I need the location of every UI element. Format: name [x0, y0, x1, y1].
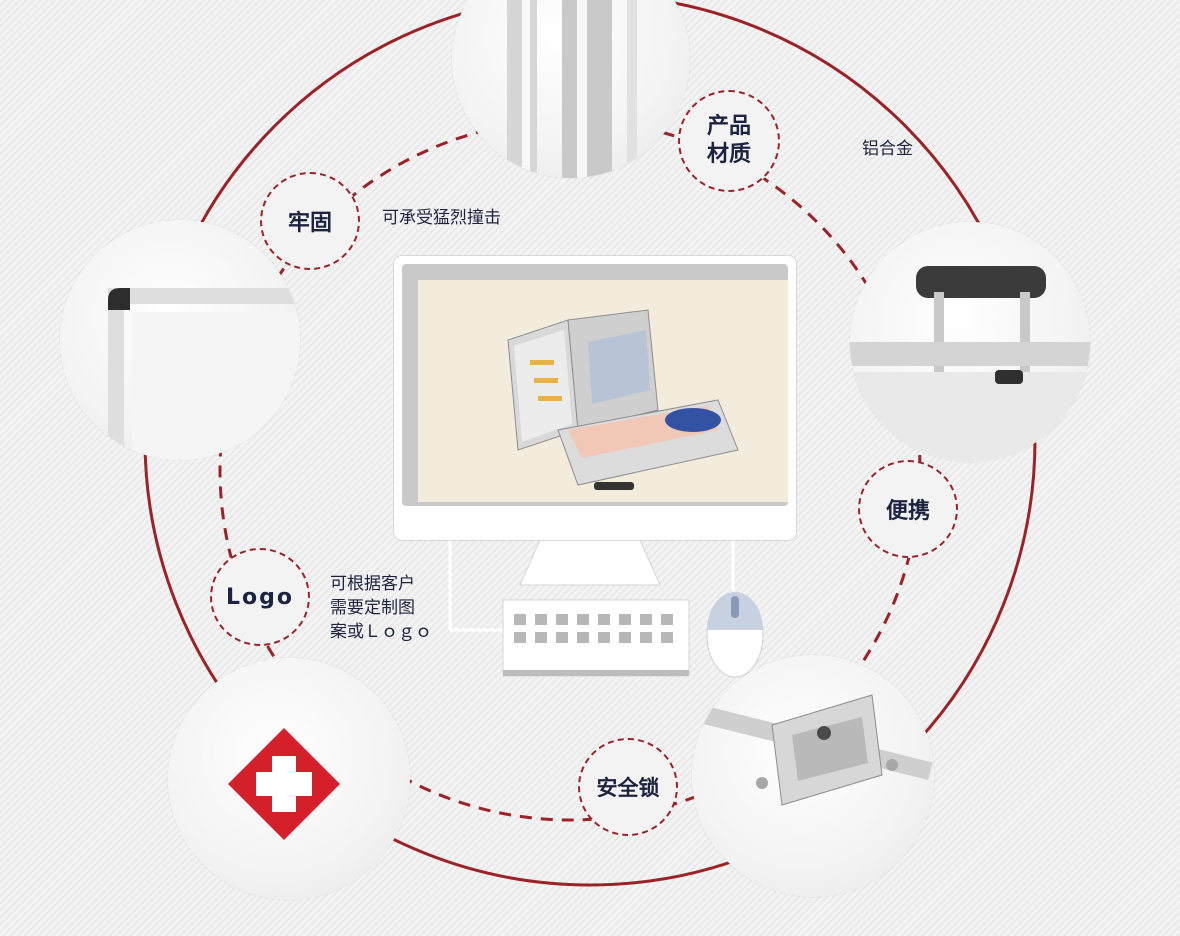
- material-caption: 铝合金: [862, 139, 913, 159]
- portable-badge-label: 便携: [885, 499, 930, 524]
- monitor-bezel: [402, 264, 788, 506]
- material-badge: 产品 材质: [678, 90, 780, 192]
- red-cross-logo-photo: [168, 658, 410, 900]
- sturdy-caption: 可承受猛烈撞击: [382, 208, 501, 228]
- case-corner-photo: [60, 220, 300, 460]
- sturdy-badge-label: 牢固: [287, 211, 332, 236]
- monitor-screen: [418, 280, 788, 502]
- lock-badge: 安全锁: [578, 738, 678, 836]
- logo-badge: Logo: [210, 548, 310, 646]
- logo-badge-label: Logo: [226, 584, 294, 610]
- logo-caption: 可根据客户 需要定制图 案或Ｌｏｇｏ: [330, 574, 432, 642]
- material-badge-label: 产品 材质: [706, 114, 751, 167]
- portable-badge: 便携: [858, 460, 958, 558]
- mouse: [706, 592, 764, 678]
- lock-badge-label: 安全锁: [596, 776, 660, 800]
- keyboard: [502, 599, 690, 677]
- monitor-stand: [519, 539, 661, 586]
- monitor: [394, 256, 796, 540]
- aluminum-frame-photo: [452, 0, 690, 178]
- sturdy-badge: 牢固: [260, 172, 360, 270]
- security-lock-photo: [692, 655, 934, 897]
- trolley-handle-photo: [850, 222, 1090, 462]
- red-cross-logo-icon: [228, 728, 340, 840]
- aluminum-first-aid-case-image: [507, 309, 739, 490]
